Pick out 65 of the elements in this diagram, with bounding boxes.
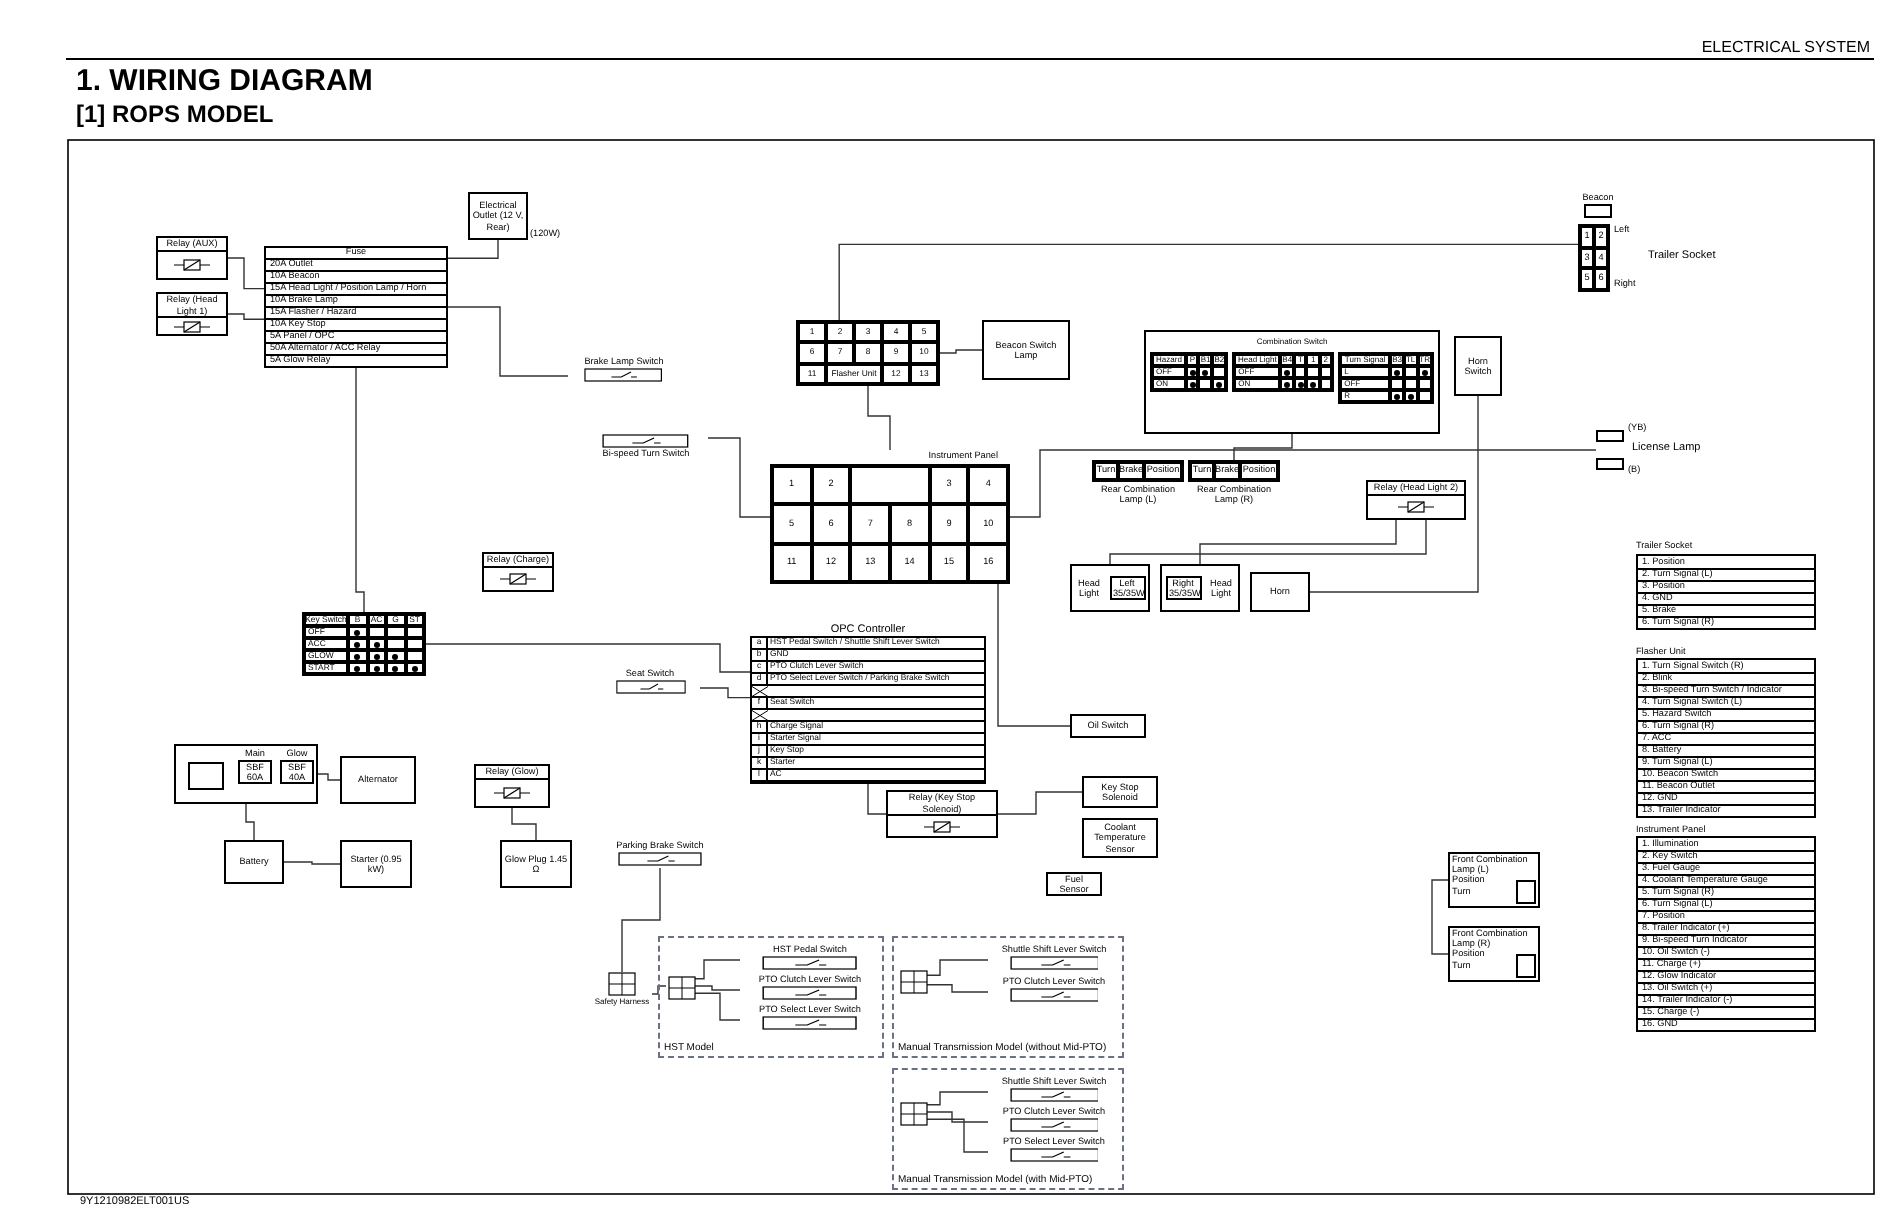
switch-panel — [1144, 330, 1440, 434]
fuse-link-box — [174, 744, 318, 804]
lamp-box — [1070, 564, 1150, 612]
wire — [227, 257, 265, 290]
wire — [317, 773, 341, 781]
header-text: ELECTRICAL SYSTEM — [1701, 38, 1870, 56]
wire — [1109, 519, 1427, 565]
wire — [425, 643, 751, 673]
relay-box — [886, 790, 998, 838]
sensor-box — [1046, 872, 1102, 896]
sensor-box — [1082, 818, 1158, 858]
wire — [283, 861, 341, 865]
wire — [447, 239, 499, 259]
model-group — [658, 936, 884, 1058]
model-group — [892, 1068, 1124, 1190]
wire — [925, 1118, 989, 1153]
wire — [1309, 395, 1479, 593]
wire — [925, 1091, 989, 1106]
diagram-title: 1. WIRING DIAGRAM — [76, 66, 373, 98]
wire — [838, 243, 1579, 321]
lamp-box — [1160, 564, 1240, 612]
relay-box — [474, 764, 550, 808]
relay-box — [156, 292, 228, 336]
wire — [355, 367, 365, 613]
relay-box — [1366, 480, 1466, 520]
wire — [925, 984, 989, 993]
wire — [511, 807, 537, 841]
wire — [227, 313, 265, 320]
wire — [1199, 519, 1397, 565]
fuse-box — [264, 246, 448, 368]
wire — [1431, 879, 1449, 955]
alternator-box — [340, 756, 416, 804]
switch-box — [1454, 336, 1502, 396]
section-heading: [1] ROPS MODEL — [76, 102, 274, 128]
solenoid-box — [1082, 776, 1158, 808]
wire — [693, 992, 741, 1021]
wire — [867, 385, 891, 451]
lamp-box — [1448, 852, 1540, 908]
wire — [997, 791, 1083, 815]
wire — [707, 437, 771, 518]
wire — [997, 583, 1071, 727]
switch-box — [982, 320, 1070, 380]
lamp-box — [1448, 926, 1540, 982]
wire — [925, 1111, 989, 1123]
wire — [651, 985, 667, 995]
wire — [245, 803, 255, 841]
wire — [867, 783, 887, 815]
relay-box — [482, 552, 554, 592]
model-group — [892, 936, 1124, 1058]
battery-box — [224, 840, 284, 884]
glow-plug-box — [500, 840, 572, 888]
wire — [1233, 433, 1293, 461]
connector-block — [796, 320, 940, 386]
switch-box — [1070, 714, 1146, 738]
wire — [693, 985, 741, 991]
wire — [621, 867, 661, 973]
horn-box — [1250, 572, 1310, 612]
wire — [693, 959, 741, 980]
wire — [925, 959, 989, 976]
wire — [699, 687, 751, 699]
wire — [447, 306, 569, 377]
wire — [939, 349, 983, 354]
starter-box — [340, 840, 412, 888]
relay-box — [156, 236, 228, 280]
wire — [1009, 449, 1597, 518]
